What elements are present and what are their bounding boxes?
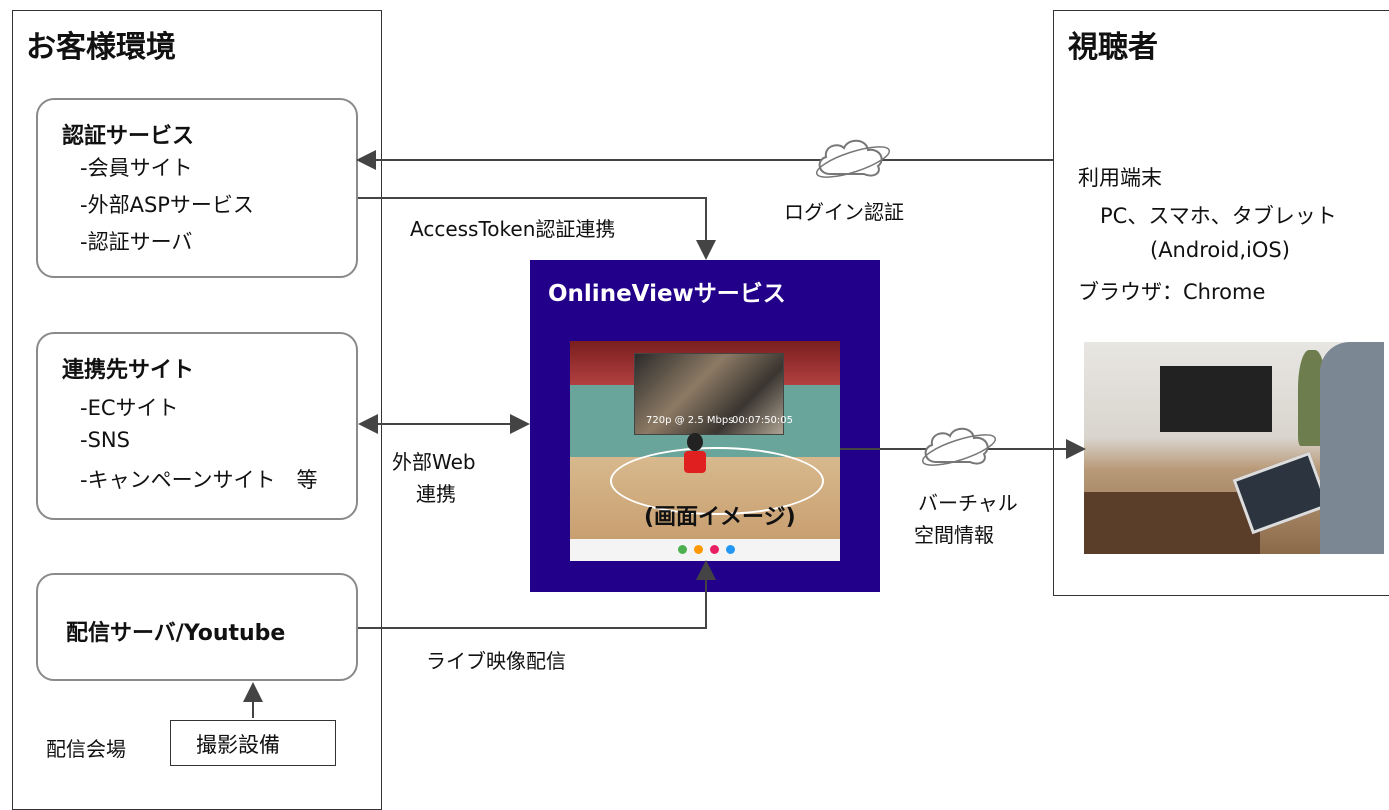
viewer-devices-line2: (Android,iOS) — [1150, 238, 1290, 262]
partner-item-ec: -ECサイト — [80, 396, 179, 420]
toolbar-dot-2 — [694, 545, 703, 554]
delivery-server-title: 配信サーバ/Youtube — [66, 621, 286, 646]
auth-service-box — [36, 98, 358, 278]
web-link-label-line2: 連携 — [416, 482, 456, 506]
viewer-browser: ブラウザ：Chrome — [1078, 280, 1266, 304]
login-auth-label: ログイン認証 — [784, 200, 904, 224]
toolbar-dot-3 — [710, 545, 719, 554]
partner-site-title: 連携先サイト — [62, 358, 195, 383]
partner-item-sns: -SNS — [80, 428, 130, 452]
web-link-label-line1: 外部Web — [392, 450, 476, 474]
auth-item-asp-service: -外部ASPサービス — [80, 193, 254, 217]
avatar-head — [687, 433, 703, 451]
partner-item-campaign: -キャンペーンサイト 等 — [80, 468, 318, 492]
toolbar-dot-4 — [726, 545, 735, 554]
live-stream-label: ライブ映像配信 — [426, 649, 566, 673]
tv-shape — [1160, 366, 1272, 432]
customer-environment-title: お客様環境 — [26, 30, 176, 65]
camera-equipment-box — [170, 720, 336, 766]
viewer-devices-line1: PC、スマホ、タブレット — [1100, 204, 1337, 228]
person-shape — [1320, 342, 1384, 554]
table-shape — [1084, 492, 1260, 554]
stream-stats: 720p @ 2.5 Mbps — [646, 415, 734, 426]
camera-equipment-label: 撮影設備 — [196, 733, 280, 757]
delivery-server-box — [36, 573, 358, 681]
viewer-title: 視聴者 — [1068, 30, 1158, 65]
avatar — [684, 433, 706, 475]
viewer-photo — [1084, 342, 1384, 554]
venue-label: 配信会場 — [46, 737, 126, 761]
cloud-icon — [812, 130, 894, 186]
virtual-space-label-line1: バーチャル — [918, 491, 1018, 515]
auth-service-title: 認証サービス — [62, 124, 195, 149]
virtual-space-label-line2: 空間情報 — [914, 523, 994, 547]
court-circle — [610, 447, 824, 515]
auth-item-member-site: -会員サイト — [80, 156, 193, 180]
screen-image-caption: (画面イメージ) — [644, 505, 796, 530]
partner-site-box — [36, 332, 358, 520]
auth-item-auth-server: -認証サーバ — [80, 230, 193, 254]
avatar-body — [684, 451, 706, 473]
onlineview-service-title: OnlineViewサービス — [548, 281, 786, 307]
tablet-shape — [1232, 451, 1330, 535]
screen-toolbar — [570, 539, 840, 561]
screen-image: 720p @ 2.5 Mbps 00:07:50:05 (画面イメージ) — [570, 341, 840, 561]
cloud-icon — [918, 418, 1000, 474]
video-panel — [634, 353, 784, 435]
access-token-label: AccessToken認証連携 — [410, 217, 616, 241]
viewer-devices-heading: 利用端末 — [1078, 166, 1162, 190]
toolbar-dot-1 — [678, 545, 687, 554]
stream-time: 00:07:50:05 — [732, 415, 794, 426]
